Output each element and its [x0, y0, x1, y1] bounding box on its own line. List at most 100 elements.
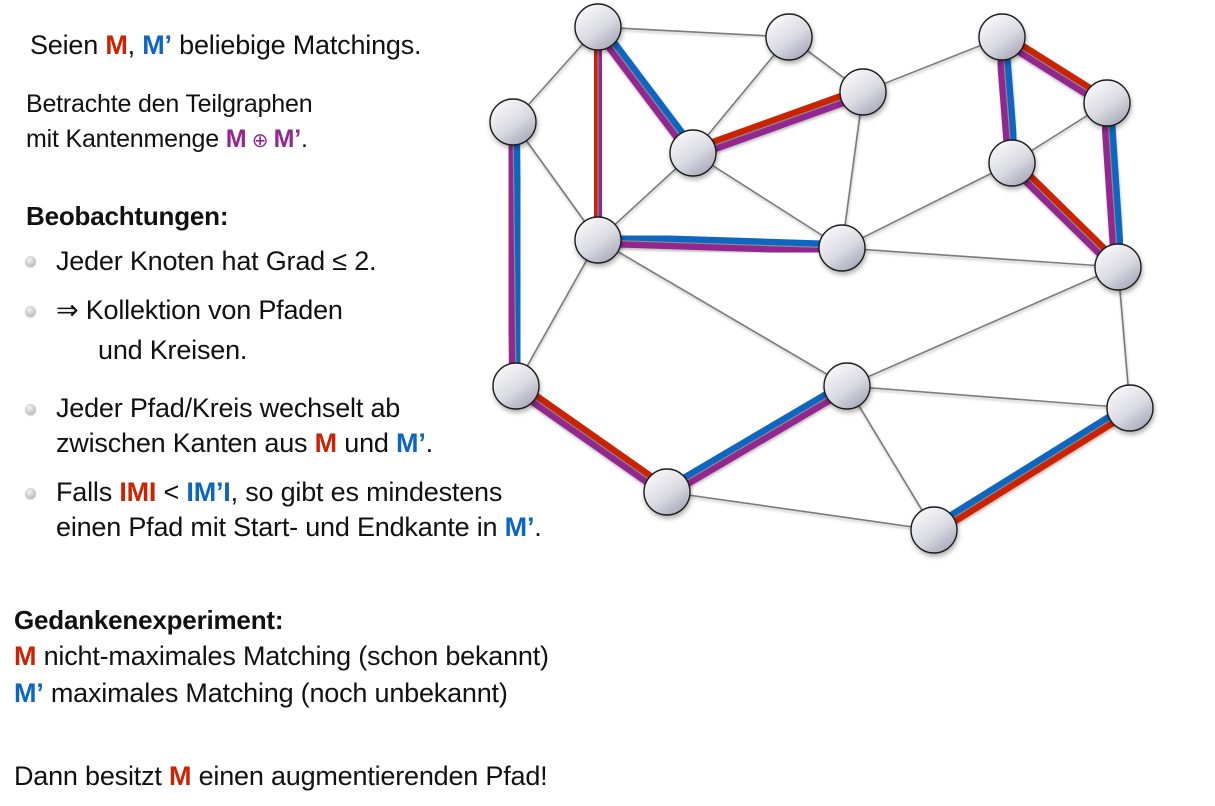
edge-A-B [597, 26, 790, 38]
graph-node-I [1083, 79, 1131, 127]
edge-D-F [512, 121, 599, 241]
observation-text: Falls [56, 477, 120, 507]
m-cardinality: IMI [119, 477, 157, 507]
bullet-icon [25, 488, 36, 499]
edge-stripe-sym-diff [667, 386, 851, 498]
graph-node-F [574, 216, 622, 264]
graph-node-C [839, 68, 887, 116]
experiment-line-1: M nicht-maximales Matching (schon bekann… [14, 640, 549, 673]
edge-stripe-m [516, 380, 671, 492]
observation-3: Jeder Pfad/Kreis wechselt ab [56, 393, 401, 423]
edge-stripe-m-prime [663, 380, 847, 492]
edge-stripe-m-prime [598, 22, 699, 153]
intro-text: beliebige Matchings. [171, 30, 422, 60]
edge-core [597, 239, 843, 249]
observation-4: Falls IMI < IM’I, so gibt es mindestens [56, 476, 502, 509]
observation-text: zwischen Kanten aus [56, 428, 315, 458]
m-prime-symbol: M’ [273, 125, 302, 153]
graph-node-L [492, 362, 540, 410]
intro-text: . [301, 125, 308, 153]
edge-stripe-m-prime [930, 402, 1130, 530]
experiment-text: maximales Matching (noch unbekannt) [43, 678, 508, 708]
edge-stripe-m-prime [513, 121, 523, 386]
graph-node-N [643, 468, 691, 516]
m-prime-symbol: M’ [504, 512, 535, 542]
observation-text: . [425, 428, 434, 458]
edge-stripe-sym-diff [506, 122, 516, 387]
observation-2: ⇒ Kollektion von Pfaden [56, 295, 343, 325]
edge-N-P [666, 491, 935, 531]
edge-G-K [841, 247, 1119, 268]
experiment-text: nicht-maximales Matching (schon bekannt) [36, 641, 549, 671]
graph-node-A [574, 3, 622, 51]
edge-stripe-m-prime [1107, 102, 1125, 267]
edge-core [1011, 162, 1119, 268]
edge-stripe-m-prime [598, 233, 843, 248]
bullet-icon [25, 306, 36, 317]
edge-M-O [846, 385, 1131, 409]
conclusion-text: einen augmentierenden Pfad! [191, 761, 548, 791]
edge-E-B [692, 36, 790, 154]
edge-C-H [862, 36, 1003, 93]
observation-text: . [534, 512, 542, 542]
edge-stripe-sym-diff [592, 27, 693, 158]
observation-4-cont: einen Pfad mit Start- und Endkante in M’… [56, 511, 542, 544]
observations-heading: Beobachtungen: [26, 201, 229, 231]
bullet-icon [25, 256, 36, 267]
m-symbol: M [314, 428, 337, 458]
m-prime-symbol: M’ [142, 30, 172, 60]
edge-core [692, 91, 864, 154]
observation-1: Jeder Knoten hat Grad ≤ 2. [56, 246, 377, 276]
edge-C-G [841, 91, 864, 249]
graph-node-O [1106, 384, 1154, 432]
edges-layer [506, 22, 1134, 536]
experiment-heading: Gedankenexperiment: [14, 605, 284, 635]
xor-operator: ⊕ [246, 130, 274, 152]
edge-stripe-sym-diff [512, 386, 667, 498]
edge-Mp-F-G [597, 233, 843, 255]
graph-node-H [978, 13, 1026, 61]
graph-node-D [489, 98, 537, 146]
graph-node-E [669, 129, 717, 177]
m-prime-cardinality: IM’I [186, 477, 231, 507]
intro-line-3: mit Kantenmenge M ⊕ M’. [26, 124, 308, 156]
edge-stripe-sym-diff [1007, 163, 1118, 272]
graph-node-J [988, 139, 1036, 187]
edge-core [1106, 102, 1119, 268]
conclusion: Dann besitzt M einen augmentierenden Pfa… [14, 760, 548, 793]
edge-core [597, 26, 694, 154]
edge-K-M [846, 266, 1119, 387]
edge-F-M [597, 239, 848, 387]
edge-F-L [515, 239, 599, 387]
graph-node-G [818, 224, 866, 272]
nodes-layer [489, 3, 1154, 554]
edge-core [515, 385, 668, 493]
m-symbol: M [225, 125, 247, 153]
bullet-icon [25, 404, 36, 415]
edge-M-P [846, 385, 935, 531]
separator: , [127, 30, 143, 60]
edge-stripe-m [934, 408, 1134, 536]
edge-stripe-m [690, 85, 863, 153]
edge-stripe-sym-diff [693, 92, 866, 160]
observation-text: , so gibt es mindestens [230, 477, 503, 507]
graph-node-P [910, 506, 958, 554]
m-prime-symbol: M’ [14, 678, 44, 708]
edge-Mp-A-E [592, 22, 699, 158]
intro-text: Seien [30, 30, 106, 60]
observation-3-cont: zwischen Kanten aus M und M’. [56, 427, 433, 460]
edge-Mp-N-M [663, 380, 851, 498]
edge-M-J-K [1007, 158, 1123, 272]
edge-stripe-sym-diff [597, 240, 842, 255]
edge-Mp-I-K [1100, 102, 1125, 268]
observation-2-cont: und Kreisen. [98, 335, 248, 365]
edge-Mp-D-L [506, 121, 523, 387]
edge-core [666, 385, 848, 493]
edge-core [933, 407, 1131, 531]
edge-M-L-N [512, 380, 671, 498]
edge-M-A-F [591, 27, 605, 240]
experiment-line-2: M’ maximales Matching (noch unbekannt) [14, 677, 508, 710]
edge-E-G [692, 152, 843, 249]
graph-node-B [765, 13, 813, 61]
